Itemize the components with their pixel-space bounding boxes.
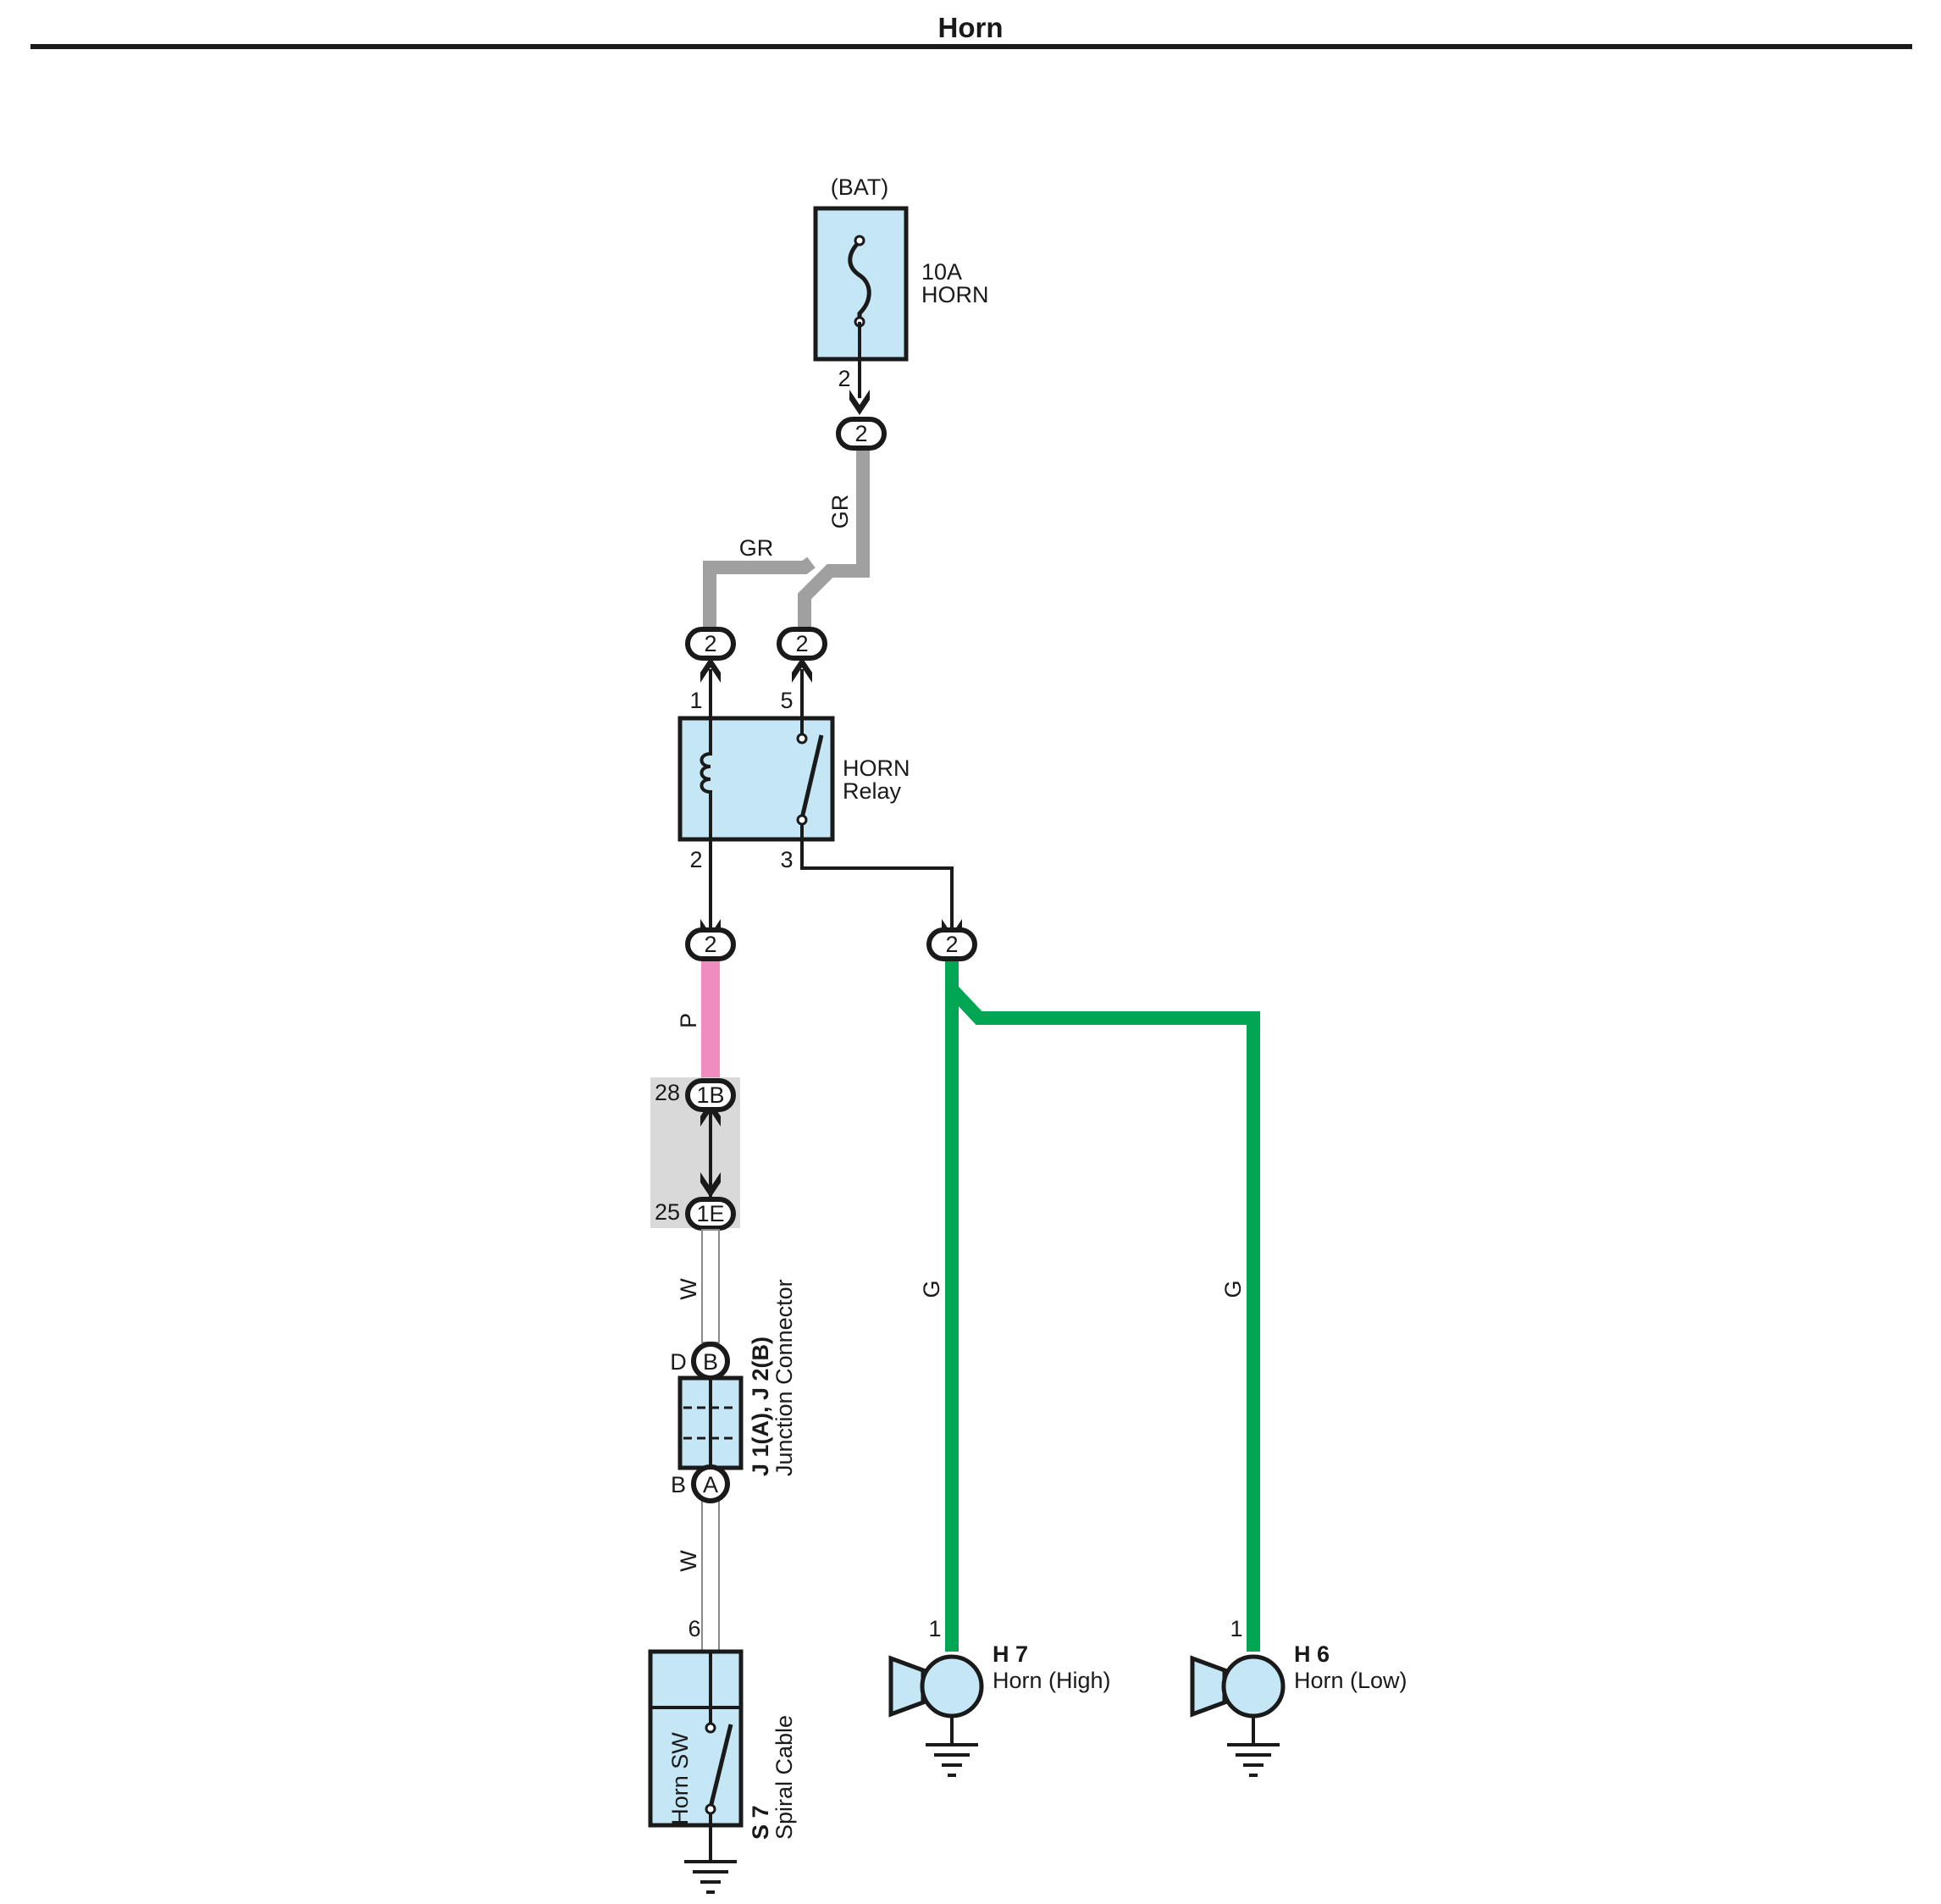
junction-connector-a (691, 1464, 730, 1503)
horn-switch-terminal (705, 1803, 716, 1815)
relay-pin3-label: 3 (780, 847, 793, 872)
relay-subname-label: Relay (843, 778, 902, 804)
connector-label: 2 (795, 631, 808, 656)
horn-low-speaker-icon (1190, 1655, 1227, 1718)
wire-label-g-low: G (1220, 1280, 1246, 1298)
ground-icon (1227, 1743, 1280, 1777)
ground-icon (926, 1743, 978, 1777)
connector-label: 2 (704, 932, 716, 957)
fuse-pin-label: 2 (838, 366, 850, 391)
relay-pin2-label: 2 (689, 847, 702, 872)
arrow-up-icon (700, 657, 721, 683)
connector-pill (836, 417, 887, 451)
junction-connector-pin-bottom: B (671, 1472, 686, 1497)
connector-label: 2 (704, 631, 716, 656)
horn-relay: 1 5 HORN Relay 2 3 (677, 688, 910, 872)
connector-label: 2 (854, 421, 867, 446)
horn-high-body (920, 1654, 984, 1719)
relay-switch-blade-icon (799, 734, 824, 819)
junction-connector: B D A B J 1(A), J 2(B) Junction Connecto… (670, 1279, 797, 1503)
relay-switch-terminal (796, 733, 808, 744)
fuse-horn: (BAT) 10A HORN 2 (813, 174, 989, 391)
junction-block: 1B 1E 28 25 (650, 1077, 740, 1231)
arrow-down-icon (849, 390, 870, 415)
fuse-name-label: HORN (921, 282, 989, 307)
horn-low-code: H 6 (1294, 1641, 1330, 1667)
relay-pin5-label: 5 (780, 688, 793, 713)
connector-pill (685, 1197, 736, 1231)
connector-pill (685, 1078, 736, 1112)
junction-connector-pin-top: D (670, 1349, 687, 1375)
connector-relay-pin2: 2 (685, 927, 736, 961)
relay-coil-icon (700, 718, 712, 839)
arrow-up-icon (792, 657, 812, 683)
wire-label-w-lower: W (676, 1550, 701, 1572)
junction-connector-a-label: A (703, 1472, 718, 1497)
spiral-cable: 6 Horn SW S 7 Spiral Cable (648, 1616, 797, 1894)
horn-high-speaker-icon (888, 1655, 926, 1718)
connector-pill (926, 927, 977, 961)
junction-connector-subname: Junction Connector (771, 1279, 797, 1476)
wire-label-g-high: G (919, 1280, 944, 1298)
junction-connector-b-label: B (703, 1349, 718, 1375)
horn-switch-label: Horn SW (667, 1732, 693, 1825)
junction-pin-1b-label: 28 (655, 1080, 680, 1105)
wire-label-gr-vertical: GR (827, 495, 853, 529)
horn-low: 1 H 6 Horn (Low) (1190, 1616, 1407, 1777)
arrow-down-icon (700, 1172, 721, 1198)
horn-switch-blade-icon (708, 1724, 733, 1808)
horn-high-pin-label: 1 (928, 1616, 941, 1641)
junction-pin-1e-label: 25 (655, 1199, 680, 1225)
wire-label-p: P (676, 1013, 701, 1028)
wire-relay-pin3 (800, 839, 954, 927)
fuse-source-label: (BAT) (831, 174, 889, 200)
relay-pin1-label: 1 (689, 688, 702, 713)
relay-switch-terminal (796, 814, 808, 826)
fuse-element-icon (848, 240, 871, 322)
connector-relay-pin5: 2 (777, 627, 827, 661)
wire-gr-branch (703, 556, 816, 628)
connector-pill (685, 927, 736, 961)
wire-label-w-upper: W (676, 1278, 701, 1300)
fuse-terminal-top (854, 235, 865, 246)
horn-high-code: H 7 (993, 1641, 1028, 1667)
connector-1b-label: 1B (696, 1082, 724, 1108)
wire-label-gr-horizontal: GR (739, 535, 774, 561)
spiral-cable-name: Spiral Cable (771, 1715, 797, 1840)
junction-connector-name: J 1(A), J 2(B) (748, 1337, 773, 1476)
relay-name-label: HORN (843, 756, 910, 781)
page-title: Horn (938, 12, 1004, 43)
connector-relay-pin1: 2 (685, 627, 736, 661)
connector-relay-pin3: 2 (926, 927, 977, 961)
horn-high: 1 H 7 Horn (High) (888, 1616, 1111, 1777)
horn-low-name: Horn (Low) (1294, 1668, 1407, 1693)
wire-g-horn-low (947, 984, 1260, 1652)
horn-low-body (1221, 1654, 1286, 1719)
connector-fuse-out: 2 (836, 417, 887, 451)
spiral-cable-code: S 7 (748, 1805, 773, 1840)
ground-icon (684, 1860, 737, 1894)
horn-low-pin-label: 1 (1230, 1616, 1242, 1641)
wire-w-lower (701, 1498, 720, 1652)
fuse-rating-label: 10A (921, 259, 962, 285)
spiral-cable-pin-label: 6 (688, 1616, 700, 1641)
wire-w-upper (701, 1229, 720, 1343)
wire-gr-main (798, 447, 870, 628)
horn-switch-terminal (705, 1722, 716, 1734)
connector-1e-label: 1E (696, 1201, 724, 1226)
horn-high-name: Horn (High) (993, 1668, 1111, 1693)
connector-label: 2 (945, 932, 958, 957)
